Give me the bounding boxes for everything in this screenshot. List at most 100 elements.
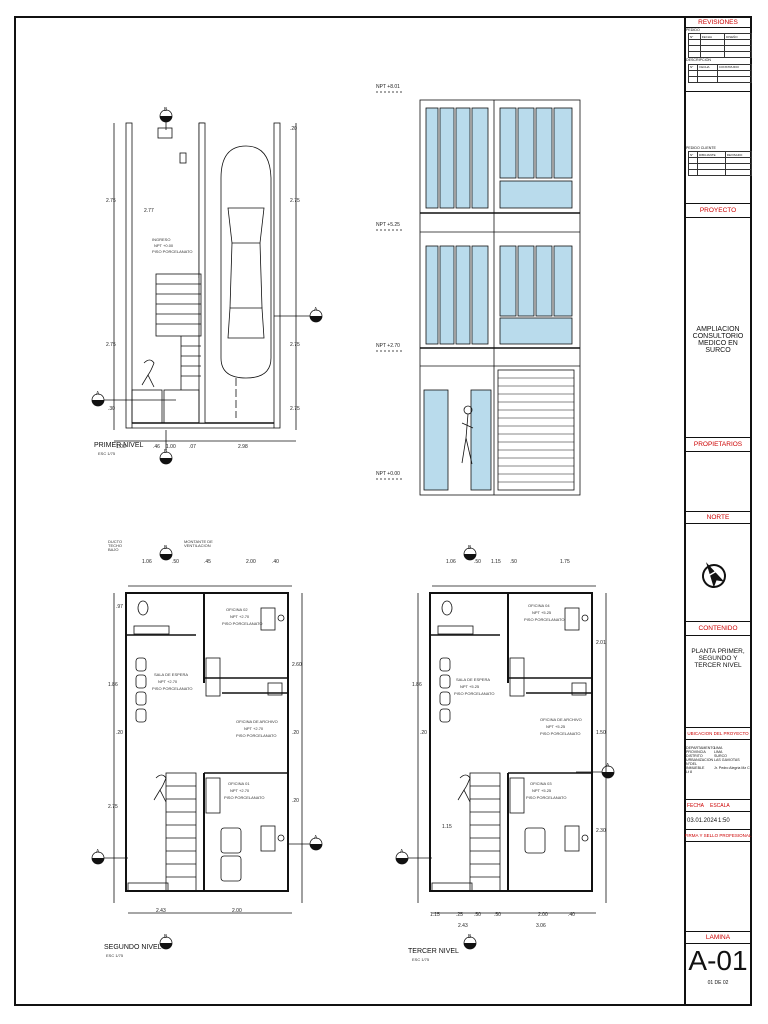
dim: 1.00 xyxy=(166,444,176,450)
dim: .50 xyxy=(474,559,481,565)
owners-header: PROPIETARIOS xyxy=(684,438,752,452)
dim: 2.01 xyxy=(596,640,606,646)
dim: 2.43 xyxy=(156,908,166,914)
room-floor: PISO PORCELANATO xyxy=(224,795,265,800)
dim: 2.98 xyxy=(238,444,248,450)
room-floor: PISO PORCELANATO xyxy=(222,621,263,626)
section-marker-letter: B xyxy=(164,107,168,113)
dim: 3.06 xyxy=(536,923,546,929)
room-name: OFICINA DE ARCHIVO xyxy=(540,717,582,722)
revision-group-label: DESCRIPCIÓN xyxy=(686,58,711,63)
dim: 1.15 xyxy=(430,912,440,918)
plans-svg xyxy=(91,91,615,950)
dim: 1.06 xyxy=(142,559,152,565)
level-label: NPT +5.25 xyxy=(376,222,400,228)
revisions-header: REVISIONES xyxy=(684,18,752,28)
dim: 2.75 xyxy=(290,406,300,412)
room-level: NPT +2.70 xyxy=(158,679,178,684)
dim: 1.86 xyxy=(108,682,118,688)
room-floor: PISO PORCELANATO xyxy=(526,795,567,800)
first-level-npt: NPT +0.00 xyxy=(154,243,174,248)
dim: .25 xyxy=(456,912,463,918)
dim: .07 xyxy=(189,444,196,450)
sheet-count: 01 DE 02 xyxy=(707,980,729,986)
dim: .20 xyxy=(292,798,299,804)
drawing-area: PRIMER NIVEL ESC 1/75 INGRESO NPT +0.00 … xyxy=(16,18,686,1004)
third-level-plan xyxy=(395,547,615,950)
date-value: 03.01.2024 xyxy=(687,818,718,824)
dim: .45 xyxy=(204,559,211,565)
dim: 1.75 xyxy=(560,559,570,565)
section-marker-letter: A xyxy=(314,835,318,841)
dim: 2.00 xyxy=(538,912,548,918)
dim: .97 xyxy=(116,604,123,610)
second-level-title: SEGUNDO NIVEL xyxy=(104,944,162,951)
level-label: NPT +0.00 xyxy=(376,471,400,477)
dim: .20 xyxy=(420,730,427,736)
location-header: UBICACION DEL PROYECTO xyxy=(684,728,752,740)
dim: .40 xyxy=(568,912,575,918)
dim: .20 xyxy=(292,730,299,736)
dim: .50 xyxy=(172,559,179,565)
dim: .50 xyxy=(474,912,481,918)
dim: 2.77 xyxy=(144,208,154,214)
north-arrow-icon xyxy=(702,562,726,588)
project-name-box: AMPLIACION CONSULTORIO MEDICO EN SURCO xyxy=(684,218,752,438)
elevation xyxy=(376,91,581,496)
room-name: OFICINA 02 xyxy=(226,607,248,612)
dim: 2.43 xyxy=(458,923,468,929)
date-scale-values: 03.01.2024 1:50 xyxy=(684,812,752,830)
room-floor: PISO PORCELANATO xyxy=(236,733,277,738)
section-marker-letter: B xyxy=(468,545,472,551)
room-level: NPT +2.70 xyxy=(244,726,264,731)
note-montante: MONTANTE DE VENTILACION xyxy=(184,539,213,548)
room-level: NPT +5.25 xyxy=(532,610,552,615)
room-floor: PISO PORCELANATO xyxy=(540,731,581,736)
level-label: NPT +2.70 xyxy=(376,343,400,349)
north-header: NORTE xyxy=(684,512,752,524)
room-name: OFICINA DE ARCHIVO xyxy=(236,719,278,724)
dim: 2.75 xyxy=(290,198,300,204)
dim: 2.60 xyxy=(292,662,302,668)
sheet-code: A-01 xyxy=(688,945,748,976)
dim: .50 xyxy=(494,912,501,918)
room-name: SALA DE ESPERA xyxy=(154,672,189,677)
room-name: OFICINA 03 xyxy=(530,781,552,786)
section-marker-letter: A xyxy=(96,391,100,397)
scale-value: 1:50 xyxy=(718,818,730,824)
revision-group-label: PEDIDO xyxy=(686,28,700,32)
dim: .30 xyxy=(108,406,115,412)
dim: .20 xyxy=(116,730,123,736)
dim: .50 xyxy=(510,559,517,565)
second-level-plan xyxy=(91,547,323,950)
owners-box xyxy=(684,452,752,512)
first-level-title: PRIMER NIVEL xyxy=(94,442,144,449)
third-level-title: TERCER NIVEL xyxy=(408,948,459,955)
dim: 2.00 xyxy=(246,559,256,565)
room-level: NPT +5.25 xyxy=(532,788,552,793)
first-level-room: INGRESO xyxy=(152,237,171,242)
location-row: URBANIZACIONLAS GAVIOTAS xyxy=(686,758,740,762)
sheet-label: LAMINA xyxy=(684,932,752,944)
dim: 2.75 xyxy=(290,342,300,348)
dim: .46 xyxy=(153,444,160,450)
dim: 1.86 xyxy=(412,682,422,688)
room-name: SALA DE ESPERA xyxy=(456,677,491,682)
project-name: AMPLIACION CONSULTORIO MEDICO EN SURCO xyxy=(692,326,744,354)
room-level: NPT +2.70 xyxy=(230,614,250,619)
dim: 1.06 xyxy=(446,559,456,565)
drawing-sheet: PRIMER NIVEL ESC 1/75 INGRESO NPT +0.00 … xyxy=(14,16,753,1006)
third-level-scale: ESC 1/75 xyxy=(412,957,430,962)
signature-label: FIRMA Y SELLO PROFESIONAL xyxy=(684,830,752,842)
room-name: OFICINA 04 xyxy=(528,603,550,608)
section-marker-letter: B xyxy=(164,449,168,455)
content-header: CONTENIDO xyxy=(684,622,752,636)
dim: 1.15 xyxy=(442,824,452,830)
room-level: NPT +2.70 xyxy=(230,788,250,793)
